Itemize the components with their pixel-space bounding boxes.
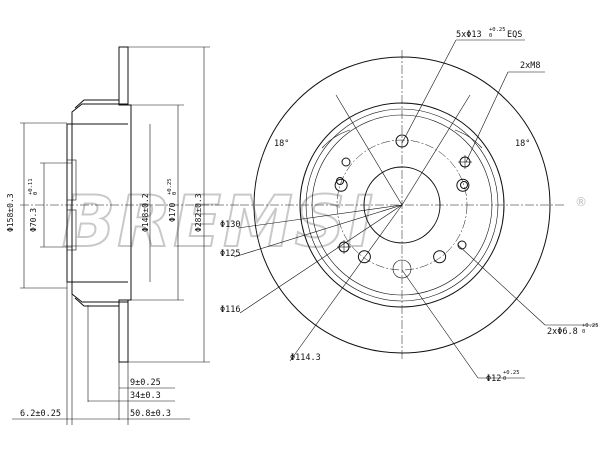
dim-170-label: Φ170: [168, 203, 177, 222]
dim-148-label: Φ148±0.2: [141, 193, 150, 232]
rotor-ring-bottom: [118, 299, 129, 363]
bolt-hole: [334, 178, 348, 192]
small-holes-label: 2xΦ6.8: [547, 327, 578, 337]
dim-70-tol-lower: 0: [33, 192, 39, 195]
small-hole: [341, 157, 351, 167]
dim-170-label-group: Φ170 +0.25 0: [167, 178, 178, 222]
rotor-ring-top: [118, 46, 129, 106]
dim-116-label: Φ116: [220, 305, 240, 315]
small-hole: [460, 181, 468, 189]
dim-6-2-label: 6.2±0.25: [20, 409, 61, 419]
center-hole-label: Φ12: [486, 374, 501, 384]
bolt-hole: [357, 250, 371, 264]
angle-left-label: 18°: [274, 139, 289, 149]
watermark-brand: BREMSI: [62, 181, 375, 263]
dim-170-tol-upper: +0.25: [167, 178, 173, 195]
small-holes-tol-upper: +0.25: [582, 323, 599, 329]
dim-9-label: 9±0.25: [130, 378, 161, 388]
hub-flange-hatch-lower: [66, 209, 77, 251]
dim-114-3-label: Φ114.3: [290, 353, 321, 363]
dim-170-tol-lower: 0: [172, 192, 178, 195]
holes-tol-upper: +0.25: [489, 27, 506, 33]
watermark: BREMSI ®: [61, 180, 587, 264]
threads-label: 2xM8: [520, 61, 540, 71]
bolt-hole: [456, 178, 470, 192]
front-view: 5xΦ13 +0.25 0 EQS 2xM8 18° 18° Φ130 Φ125…: [220, 27, 599, 384]
dim-125-label: Φ125: [220, 249, 240, 259]
dim-282-label: Φ282±0.3: [194, 193, 203, 232]
side-section-view: Φ158±0.3 Φ70.3 +0.11 0 Φ148±0.2 Φ170 +0.…: [6, 46, 240, 425]
dim-34-label: 34±0.3: [130, 391, 161, 401]
dim-70-tol-upper: +0.11: [28, 178, 34, 195]
dim-70-label-group: Φ70.3 +0.11 0: [28, 178, 39, 232]
holes-label: 5xΦ13: [456, 30, 482, 40]
center-hole-label-group: Φ12 +0.25 0: [486, 370, 520, 384]
small-holes-label-group: 2xΦ6.8 +0.25 0: [547, 323, 599, 337]
dim-130-label: Φ130: [220, 220, 240, 230]
holes-label-group: 5xΦ13 +0.25 0 EQS: [456, 27, 522, 40]
holes-eqs-label: EQS: [507, 30, 522, 40]
bolt-holes: [334, 134, 470, 279]
dim-70-label: Φ70.3: [29, 208, 38, 232]
small-hole: [457, 240, 467, 250]
watermark-registered-mark: ®: [575, 195, 587, 209]
center-hole-ring: [392, 259, 412, 279]
small-hole: [336, 177, 344, 185]
dim-50-8-label: 50.8±0.3: [130, 409, 171, 419]
hub-flange-hatch: [66, 159, 77, 201]
bolt-hole: [433, 250, 447, 264]
angle-right-label: 18°: [515, 139, 530, 149]
center-hole-tol-upper: +0.25: [503, 370, 520, 376]
center-hole-tol-lower: 0: [503, 376, 506, 382]
holes-tol-lower: 0: [489, 33, 492, 39]
small-holes-tol-lower: 0: [582, 329, 585, 335]
dim-158-label: Φ158±0.3: [6, 193, 15, 232]
bolt-hole: [395, 134, 409, 148]
